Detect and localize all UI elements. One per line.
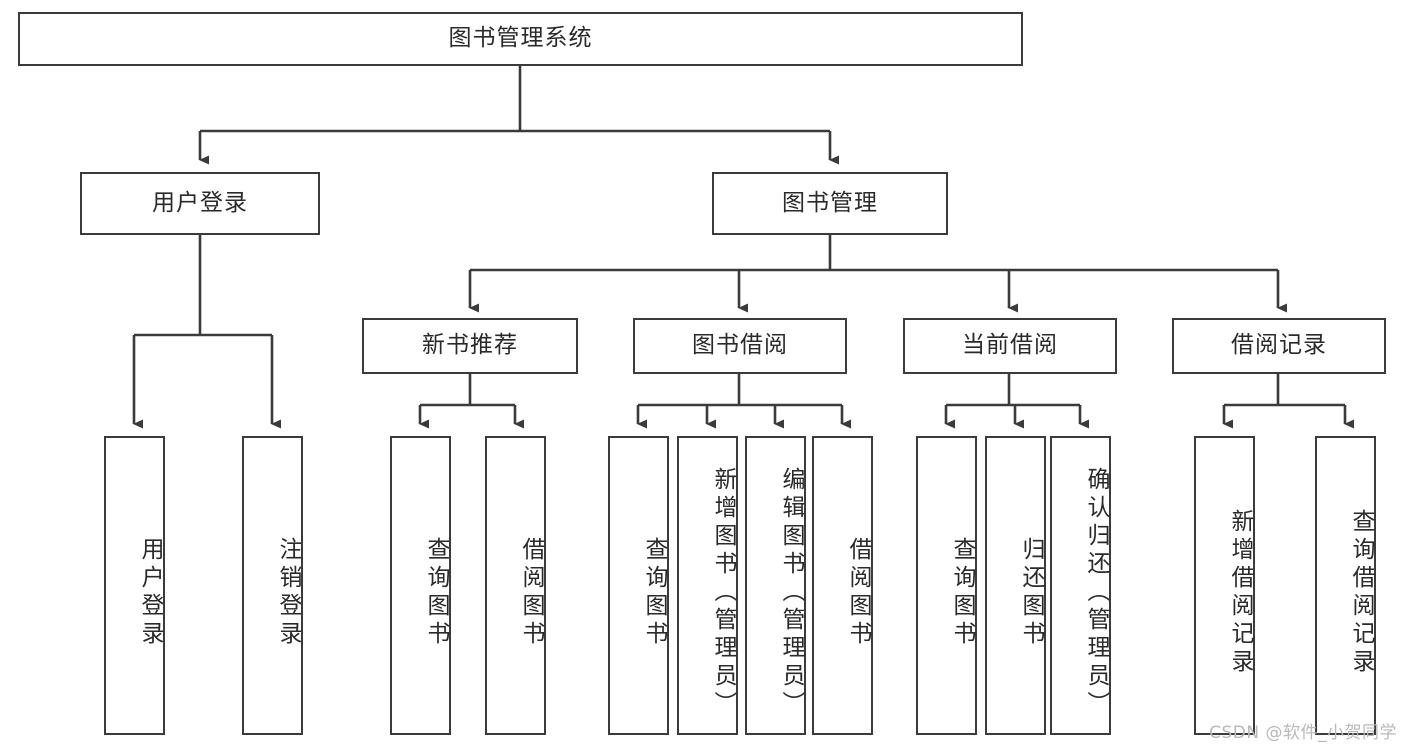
node-leaf-user-login-login[interactable]: 用户登录: [104, 436, 165, 735]
node-new-book-recommend[interactable]: 新书推荐: [362, 318, 578, 374]
node-leaf-book-borrow-edit[interactable]: 编辑图书（管理员）: [745, 436, 806, 735]
node-leaf-book-borrow-add[interactable]: 新增图书（管理员）: [677, 436, 738, 735]
node-book-borrow[interactable]: 图书借阅: [633, 318, 847, 374]
node-book-manage-label: 图书管理: [782, 189, 878, 216]
node-leaf-current-borrow-query-label: 查询图书: [949, 536, 975, 649]
node-leaf-current-borrow-confirm[interactable]: 确认归还（管理员）: [1050, 436, 1111, 735]
node-current-borrow[interactable]: 当前借阅: [903, 318, 1117, 374]
node-borrow-record-label: 借阅记录: [1231, 332, 1327, 359]
node-root-system-label: 图书管理系统: [448, 25, 593, 52]
node-leaf-book-borrow-add-label: 新增图书（管理员）: [710, 466, 736, 719]
node-leaf-user-login-logout-label: 注销登录: [275, 536, 301, 649]
node-leaf-new-book-borrow[interactable]: 借阅图书: [485, 436, 546, 735]
node-leaf-book-borrow-query[interactable]: 查询图书: [608, 436, 669, 735]
node-leaf-new-book-borrow-label: 借阅图书: [518, 536, 544, 649]
node-leaf-borrow-record-query[interactable]: 查询借阅记录: [1315, 436, 1376, 735]
node-book-manage[interactable]: 图书管理: [712, 172, 948, 235]
node-book-borrow-label: 图书借阅: [692, 332, 788, 359]
node-leaf-book-borrow-borrow[interactable]: 借阅图书: [812, 436, 873, 735]
node-leaf-borrow-record-query-label: 查询借阅记录: [1348, 508, 1374, 677]
node-user-login-label: 用户登录: [152, 189, 248, 216]
node-leaf-borrow-record-add[interactable]: 新增借阅记录: [1194, 436, 1255, 735]
node-current-borrow-label: 当前借阅: [962, 332, 1058, 359]
node-new-book-recommend-label: 新书推荐: [422, 332, 518, 359]
node-leaf-new-book-query[interactable]: 查询图书: [390, 436, 451, 735]
node-borrow-record[interactable]: 借阅记录: [1172, 318, 1386, 374]
node-leaf-current-borrow-confirm-label: 确认归还（管理员）: [1083, 466, 1109, 719]
node-leaf-current-borrow-return[interactable]: 归还图书: [985, 436, 1046, 735]
node-leaf-book-borrow-query-label: 查询图书: [641, 536, 667, 649]
node-root-system[interactable]: 图书管理系统: [18, 12, 1023, 66]
node-leaf-current-borrow-query[interactable]: 查询图书: [916, 436, 977, 735]
node-leaf-user-login-logout[interactable]: 注销登录: [242, 436, 303, 735]
node-leaf-current-borrow-return-label: 归还图书: [1018, 536, 1044, 649]
node-leaf-new-book-query-label: 查询图书: [423, 536, 449, 649]
node-user-login[interactable]: 用户登录: [80, 172, 320, 235]
node-leaf-book-borrow-edit-label: 编辑图书（管理员）: [778, 466, 804, 719]
node-leaf-user-login-login-label: 用户登录: [137, 536, 163, 649]
node-leaf-book-borrow-borrow-label: 借阅图书: [845, 536, 871, 649]
node-leaf-borrow-record-add-label: 新增借阅记录: [1227, 508, 1253, 677]
